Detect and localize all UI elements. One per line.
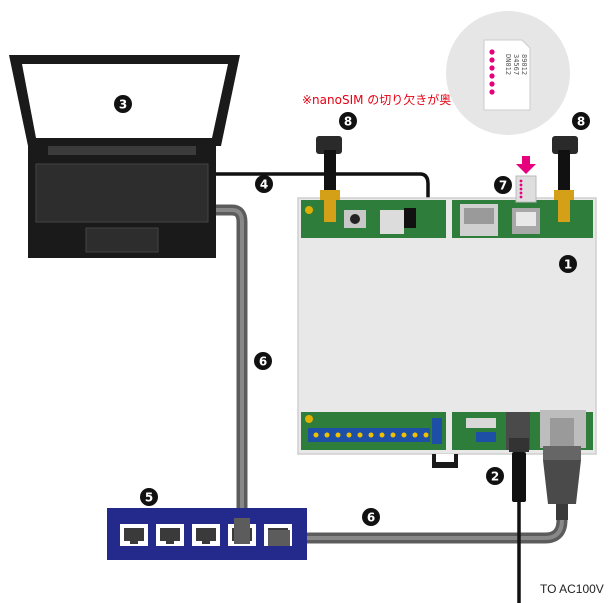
badge-5-text: 5: [145, 491, 153, 505]
laptop-icon: [9, 55, 240, 258]
badge-6a-text: 6: [259, 355, 267, 369]
badge-1: 1: [559, 255, 577, 273]
badge-8b: 8: [572, 112, 590, 130]
lte-antenna-icon: [316, 136, 342, 222]
badge-8a: 8: [339, 112, 357, 130]
badge-7-text: 7: [499, 179, 507, 193]
badge-3: 3: [114, 95, 132, 113]
power-plug-icon: [543, 418, 581, 520]
badge-7: 7: [494, 176, 512, 194]
lan-cable-laptop-hub: [208, 204, 248, 526]
sim-text-line2: 34567: [512, 54, 520, 75]
badge-2-text: 2: [491, 470, 499, 484]
badge-3-text: 3: [119, 98, 127, 112]
nanosim-card-icon: [515, 156, 537, 203]
badge-6b-text: 6: [367, 511, 375, 525]
badge-4: 4: [255, 175, 273, 193]
nanosim-note: ※nanoSIM の切り欠きが奥: [302, 92, 451, 107]
badge-6b: 6: [362, 508, 380, 526]
badge-2: 2: [486, 467, 504, 485]
sim-text-line1: DN012: [504, 54, 512, 75]
power-label: TO AC100V: [540, 582, 604, 596]
badge-8a-text: 8: [344, 115, 352, 129]
badge-6a: 6: [254, 352, 272, 370]
badge-4-text: 4: [260, 178, 268, 192]
dc-plug-icon: [509, 438, 529, 502]
hub-ports: [120, 524, 292, 546]
lte-antenna-icon: [552, 136, 578, 222]
badge-1-text: 1: [564, 258, 572, 272]
nanosim-zoom-icon: DN012 34567 89012: [446, 11, 570, 135]
badge-8b-text: 8: [577, 115, 585, 129]
badge-5: 5: [140, 488, 158, 506]
sim-text-line3: 89012: [520, 54, 528, 75]
console-cable: [214, 172, 430, 210]
